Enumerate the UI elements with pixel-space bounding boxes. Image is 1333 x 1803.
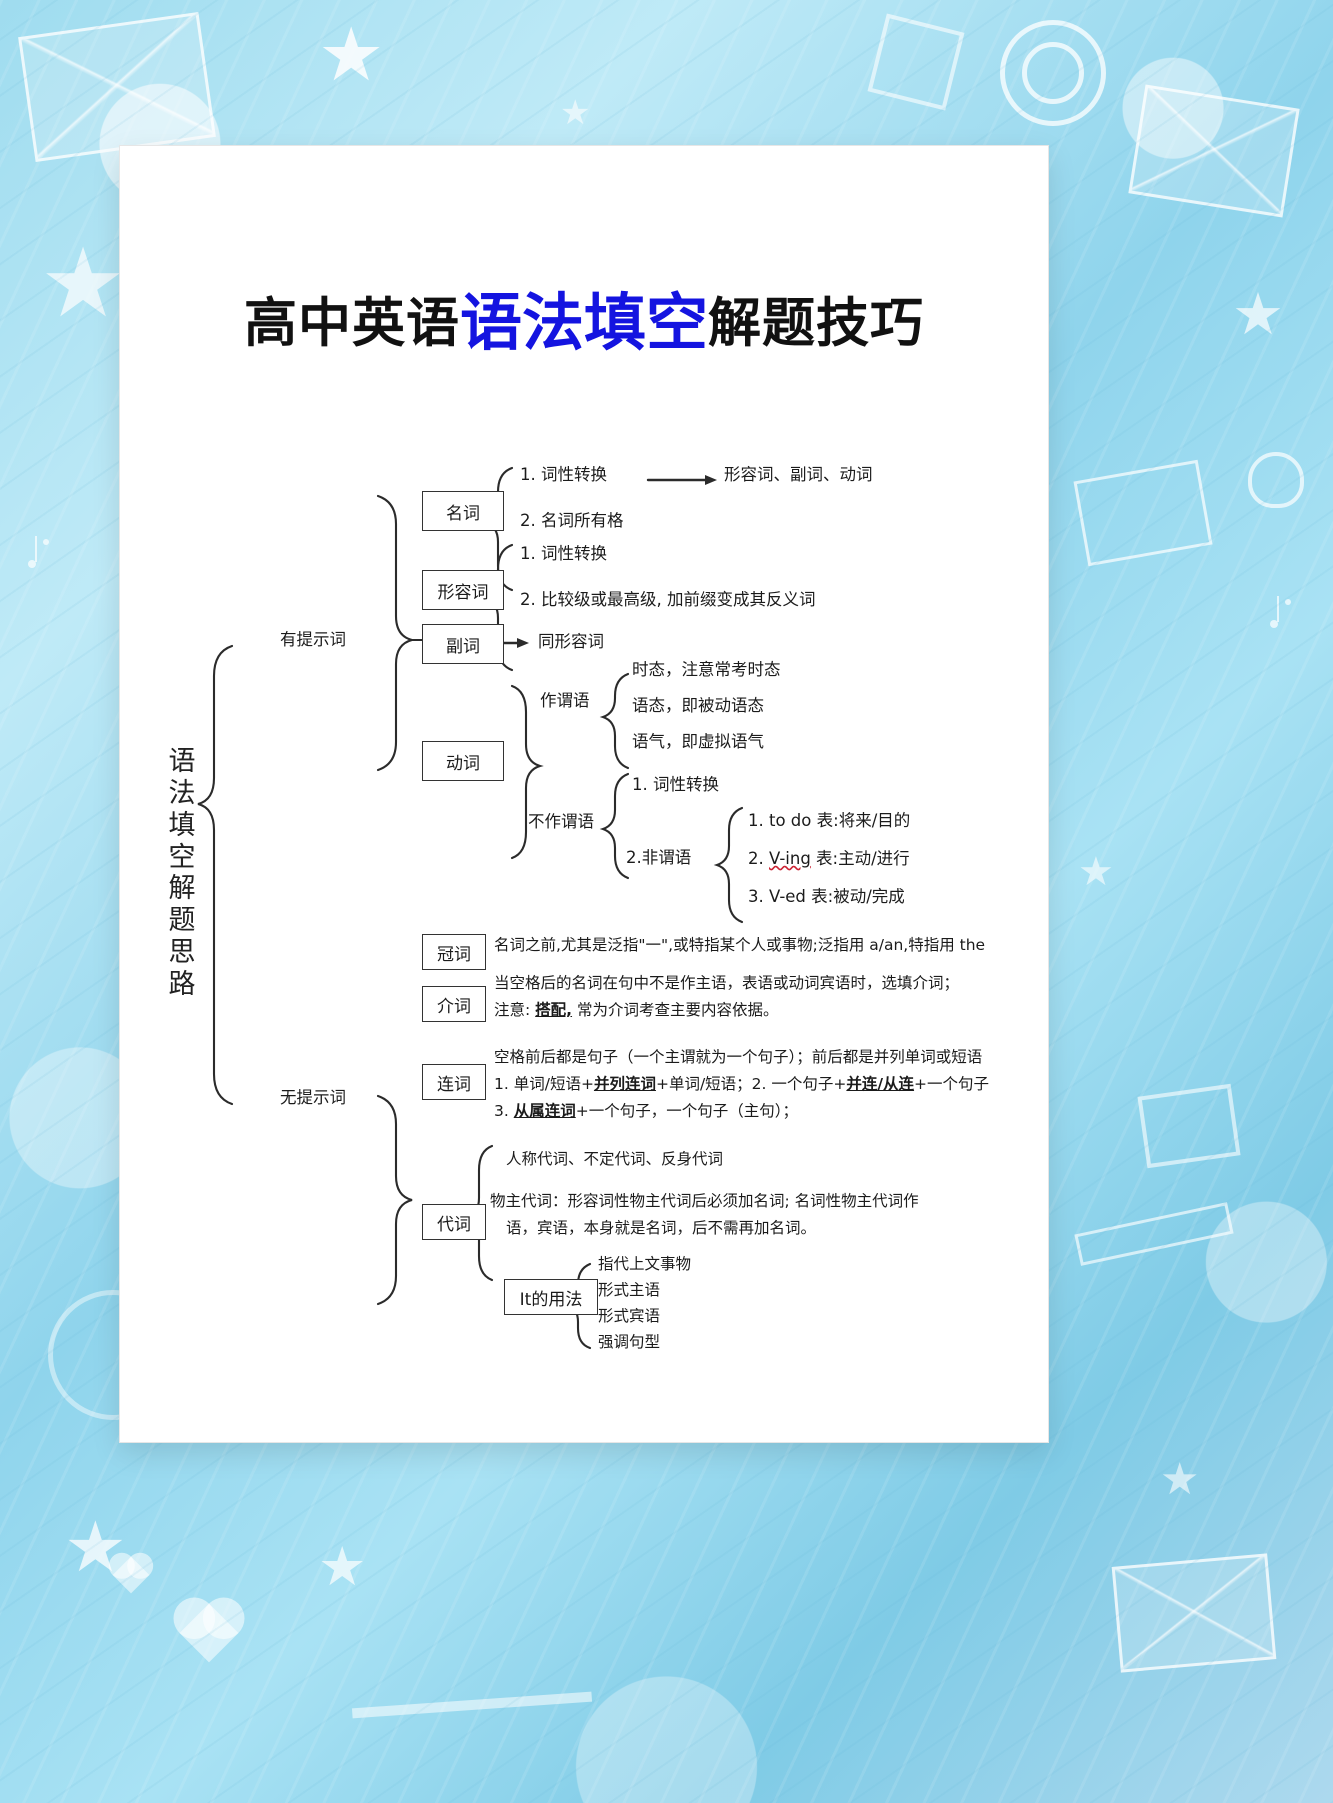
star-icon: ★ (1160, 1455, 1200, 1504)
conjunction-line-3: 3. 从属连词+一个句子，一个句子（主句）； (494, 1100, 798, 1122)
conj-3a: 3. (494, 1102, 514, 1120)
circle-shape (1000, 20, 1106, 126)
it-item-3: 形式宾语 (598, 1307, 661, 1325)
title-suffix: 解题技巧 (708, 293, 924, 354)
verb-nonpredicate-item-1: 1. 词性转换 (632, 775, 719, 794)
pronoun-line-3: 语，宾语，本身就是名词，后不需再加名词。 (506, 1219, 817, 1237)
conj-3c: +一个句子，一个句子（主句）； (575, 1102, 798, 1120)
title-highlight: 语法填空 (459, 286, 708, 359)
it-item-4: 强调句型 (598, 1333, 661, 1351)
book-icon (1073, 459, 1213, 567)
node-pronoun: 代词 (422, 1204, 486, 1240)
verb-nonpredicate-item-2: 2.非谓语 (626, 848, 692, 867)
conjunction-line-2: 1. 单词/短语+并列连词+单词/短语；2. 一个句子+并连/从连+一个句子 (494, 1073, 989, 1095)
conj-2d-keyword: 并连/从连 (846, 1075, 915, 1093)
nonfinite-3-meaning: 表:被动/完成 (811, 887, 905, 906)
adjective-item-2: 2. 比较级或最高级, 加前缀变成其反义词 (520, 590, 816, 609)
conj-2b-keyword: 并列连词 (593, 1075, 656, 1093)
music-note-icon (1270, 596, 1279, 628)
verb-predicate-label: 作谓语 (540, 691, 590, 710)
node-adjective: 形容词 (422, 570, 504, 610)
star-icon: ★ (318, 1537, 367, 1597)
adverb-target: 同形容词 (538, 632, 604, 651)
conjunction-line-1: 空格前后都是句子（一个主谓就为一个句子）；前后都是并列单词或短语 (494, 1048, 983, 1066)
lightbulb-icon (1248, 452, 1304, 508)
heart-icon (179, 1603, 239, 1663)
it-item-2: 形式主语 (598, 1281, 661, 1299)
preposition-note-suffix: 常为介词考查主要内容依据。 (572, 1001, 779, 1019)
branch-label-no-hint: 无提示词 (280, 1088, 346, 1107)
nonfinite-3-form: V-ed (769, 887, 806, 906)
nonfinite-item-2: 2. V-ing 表:主动/进行 (748, 847, 910, 871)
nonfinite-1-form: to do (769, 811, 812, 830)
verb-predicate-item-3: 语气，即虚拟语气 (632, 732, 764, 751)
conj-2a: 1. 单词/短语+ (494, 1075, 594, 1093)
title-prefix: 高中英语 (243, 293, 460, 354)
page-title: 高中英语语法填空解题技巧 (120, 272, 1048, 362)
envelope-icon (1128, 84, 1300, 218)
pencil-icon (351, 1691, 593, 1719)
star-icon: ★ (1232, 282, 1284, 347)
preposition-text-line-1: 当空格后的名词在句中不是作主语，表语或动词宾语时，选填介词； (494, 974, 960, 992)
node-preposition: 介词 (422, 986, 486, 1022)
preposition-note-keyword: 搭配, (535, 1001, 573, 1019)
it-item-1: 指代上文事物 (598, 1255, 692, 1273)
nonfinite-3-index: 3. (748, 887, 764, 906)
verb-nonpredicate-label: 不作谓语 (528, 812, 594, 831)
node-it-usage: It的用法 (504, 1279, 598, 1315)
pronoun-line-2: 物主代词：形容词性物主代词后必须加名词; 名词性物主代词作 (490, 1192, 919, 1210)
conj-2e: +一个句子 (914, 1075, 990, 1093)
square-shape (867, 13, 965, 111)
article-text: 名词之前,尤其是泛指"一",或特指某个人或事物;泛指用 a/an,特指用 the (494, 936, 986, 954)
preposition-note-prefix: 注意: (494, 1001, 536, 1019)
circle-shape (1022, 42, 1084, 104)
noun-arrow-target: 形容词、副词、动词 (724, 465, 873, 484)
conj-3b-keyword: 从属连词 (513, 1102, 576, 1120)
noun-item-2: 2. 名词所有格 (520, 511, 624, 530)
square-shape (1137, 1083, 1241, 1169)
nonfinite-2-index: 2. (748, 849, 764, 868)
branch-label-with-hint: 有提示词 (280, 630, 346, 649)
mindmap: 语法填空解题思路 有提示词 无提示词 名词 1. 词性转换 形容词、副词、动词 … (120, 146, 1048, 1442)
nonfinite-2-form: V-ing (769, 849, 811, 868)
node-verb: 动词 (422, 741, 504, 781)
mindmap-root-label: 语法填空解题思路 (168, 746, 196, 1001)
nonfinite-2-meaning: 表:主动/进行 (816, 849, 910, 868)
nonfinite-1-meaning: 表:将来/目的 (816, 811, 911, 830)
envelope-icon (18, 11, 216, 163)
node-noun: 名词 (422, 491, 504, 531)
nonfinite-item-1: 1. to do 表:将来/目的 (748, 809, 910, 833)
music-note-icon (28, 536, 37, 568)
nonfinite-item-3: 3. V-ed 表:被动/完成 (748, 885, 905, 909)
node-conjunction: 连词 (422, 1064, 486, 1100)
star-icon: ★ (40, 230, 127, 337)
heart-icon (112, 1556, 150, 1594)
node-adverb: 副词 (422, 624, 504, 664)
poster-sheet: 高中英语语法填空解题技巧 (120, 146, 1048, 1442)
verb-predicate-item-2: 语态，即被动语态 (632, 696, 764, 715)
ruler-icon (1074, 1202, 1234, 1266)
star-icon: ★ (560, 94, 591, 132)
adjective-item-1: 1. 词性转换 (520, 544, 607, 563)
envelope-icon (1111, 1553, 1277, 1673)
preposition-text-line-2: 注意: 搭配, 常为介词考查主要内容依据。 (494, 999, 778, 1021)
verb-predicate-item-1: 时态，注意常考时态 (632, 660, 781, 679)
star-icon: ★ (318, 13, 385, 96)
nonfinite-1-index: 1. (748, 811, 764, 830)
pronoun-line-1: 人称代词、不定代词、反身代词 (506, 1150, 724, 1168)
star-icon: ★ (1078, 850, 1114, 894)
node-article: 冠词 (422, 934, 486, 970)
star-icon: ★ (64, 1508, 127, 1586)
noun-item-1: 1. 词性转换 (520, 465, 607, 484)
conj-2c: +单词/短语；2. 一个句子+ (655, 1075, 847, 1093)
mindmap-connectors (197, 466, 744, 1350)
